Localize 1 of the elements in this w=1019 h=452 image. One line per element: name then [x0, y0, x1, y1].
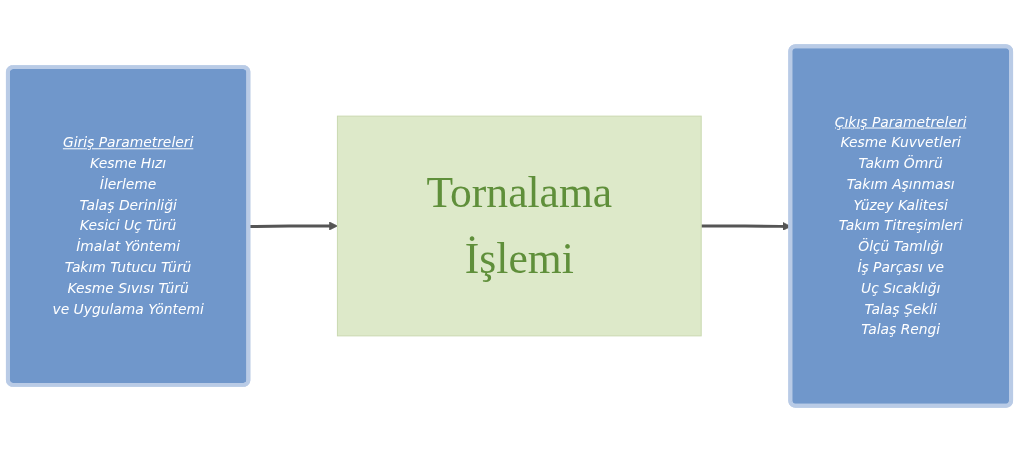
node-box: Tornalama İşlemi	[336, 115, 702, 337]
